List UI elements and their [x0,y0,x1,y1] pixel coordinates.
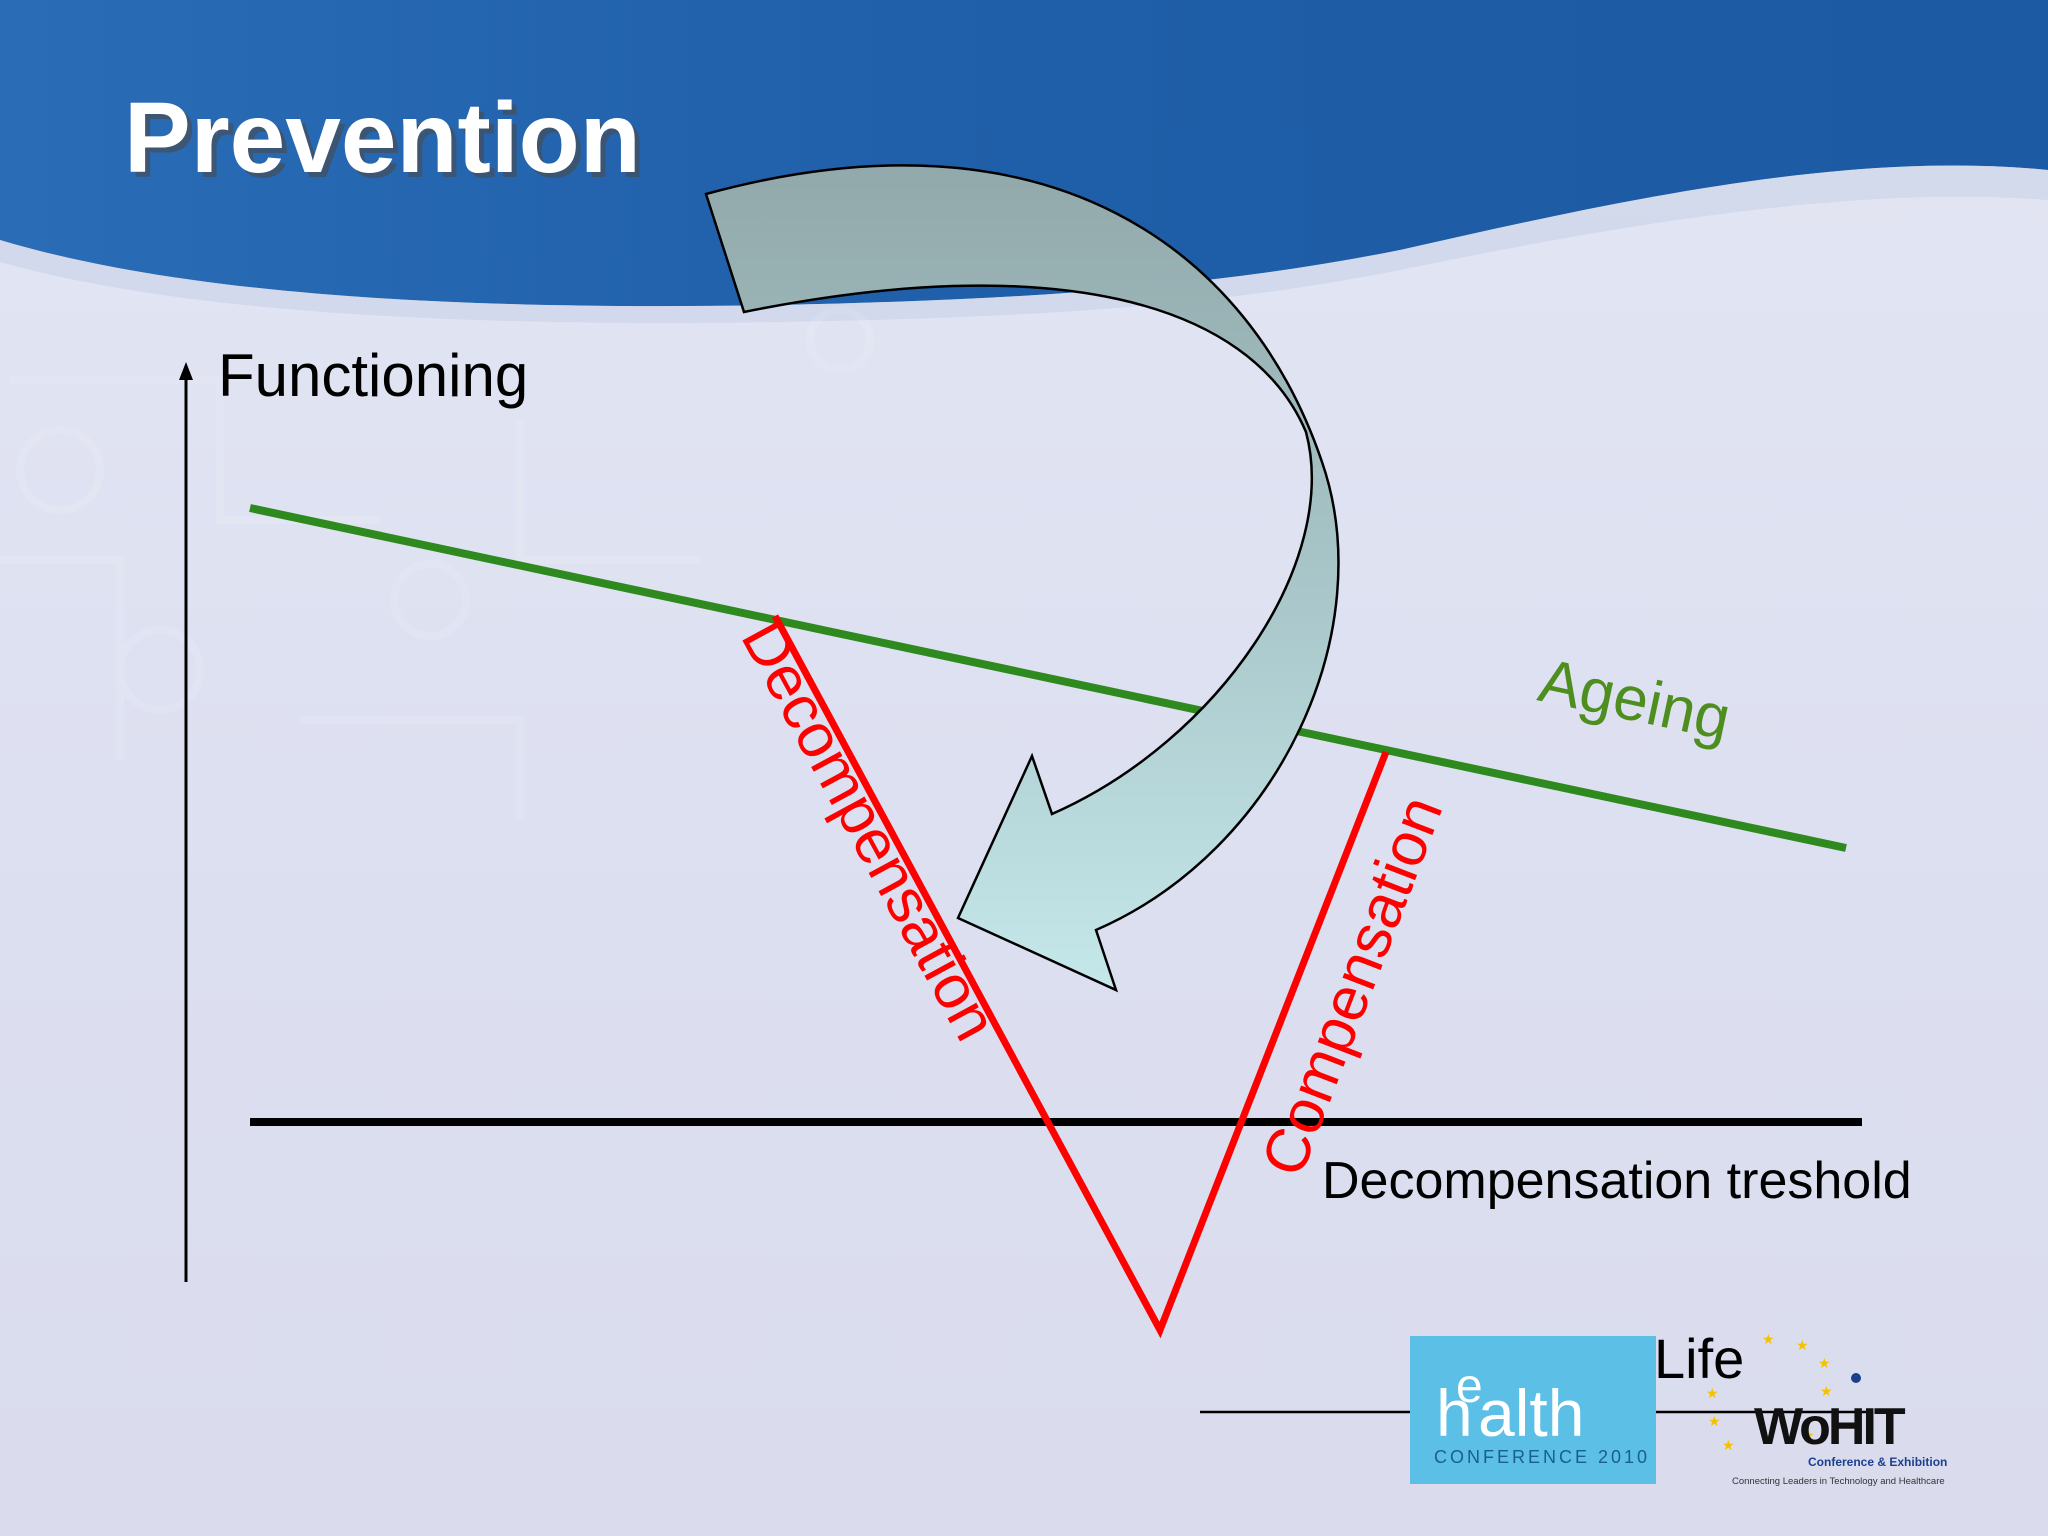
life-text: Life [1654,1327,1744,1390]
decompensation-label: Decompensation [728,610,1011,1052]
threshold-label: Decompensation treshold [1322,1152,1912,1210]
wohit-subtitle: Conference & Exhibition [1808,1455,1947,1469]
page-title: Prevention [129,87,646,199]
health-logo-e: e [1456,1360,1483,1413]
svg-text:★: ★ [1802,1427,1815,1443]
svg-text:★: ★ [1706,1385,1719,1401]
health-logo-alth: alth [1478,1376,1584,1450]
y-axis [179,362,193,1282]
eu-stars-icon: ★ ★ ★ ★ ★ ★ ★ ★ [1706,1331,1833,1453]
header-band [0,0,2048,323]
y-axis-arrowhead-icon [179,362,193,380]
page-title-face: Prevention [124,82,641,194]
svg-text:★: ★ [1796,1337,1809,1353]
svg-text:★: ★ [1762,1331,1775,1347]
svg-text:★: ★ [1722,1437,1735,1453]
wohit-tagline: Connecting Leaders in Technology and Hea… [1732,1476,1945,1487]
wohit-dot-icon [1851,1373,1861,1383]
curved-arrow-icon [704,164,1340,993]
svg-text:★: ★ [1708,1413,1721,1429]
ageing-label: Ageing [1533,646,1736,754]
y-axis-label: Functioning [218,342,528,409]
svg-text:★: ★ [1818,1355,1831,1371]
wohit-text: WoHIT [1754,1398,1906,1456]
svg-text:★: ★ [1820,1383,1833,1399]
health-conference-logo: h e alth CONFERENCE 2010 [1410,1336,1656,1484]
wohit-logo: Life ★ ★ ★ ★ ★ ★ ★ ★ WoHIT Conference & … [1654,1327,1947,1487]
ageing-line [249,504,1847,852]
health-logo-h: h [1436,1376,1473,1450]
health-logo-subtitle: CONFERENCE 2010 [1434,1447,1650,1467]
decompensation-compensation-curve [771,614,1390,1339]
